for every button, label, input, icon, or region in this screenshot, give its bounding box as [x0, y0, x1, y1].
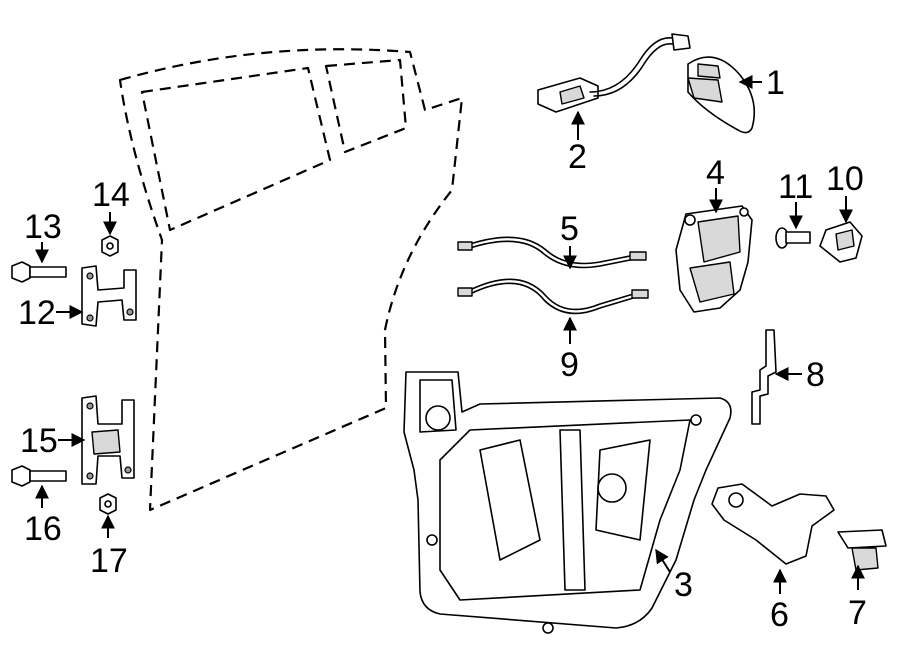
door-hinge-lower [81, 395, 135, 485]
callout-1: 1 [766, 64, 785, 102]
hinge-nut-upper [101, 235, 119, 257]
striker-bolt [775, 227, 811, 249]
regulator-bracket [711, 483, 835, 565]
hinge-bolt-lower [11, 465, 67, 487]
callout-7: 7 [848, 594, 867, 632]
callout-4: 4 [706, 154, 725, 192]
callout-10: 10 [826, 160, 864, 198]
handle-sensor [537, 33, 691, 113]
window-regulator [403, 371, 732, 634]
striker [819, 221, 863, 263]
callout-labels: 1 2 3 4 5 6 7 8 9 10 11 12 13 14 15 16 1… [18, 64, 867, 634]
callout-2: 2 [568, 138, 587, 176]
lock-cables [457, 236, 649, 315]
callout-13: 13 [24, 208, 62, 246]
trim-clip [837, 529, 887, 571]
leader-arrows [35, 75, 865, 594]
door-hinge-upper [81, 265, 137, 327]
outside-handle [687, 56, 756, 134]
callout-8: 8 [806, 356, 825, 394]
callout-9: 9 [560, 346, 579, 384]
hinge-bolt-upper [11, 261, 67, 283]
seal-bracket [751, 329, 777, 425]
callout-5: 5 [560, 210, 579, 248]
callout-11: 11 [778, 168, 813, 206]
callout-3: 3 [674, 566, 693, 604]
callout-12: 12 [18, 294, 56, 332]
door-latch [675, 205, 753, 313]
door-outline [118, 48, 464, 512]
callout-6: 6 [770, 596, 789, 634]
hinge-nut-lower [99, 493, 117, 515]
callout-15: 15 [20, 422, 58, 460]
callout-14: 14 [92, 176, 130, 214]
callout-17: 17 [90, 542, 128, 580]
callout-16: 16 [24, 510, 62, 548]
